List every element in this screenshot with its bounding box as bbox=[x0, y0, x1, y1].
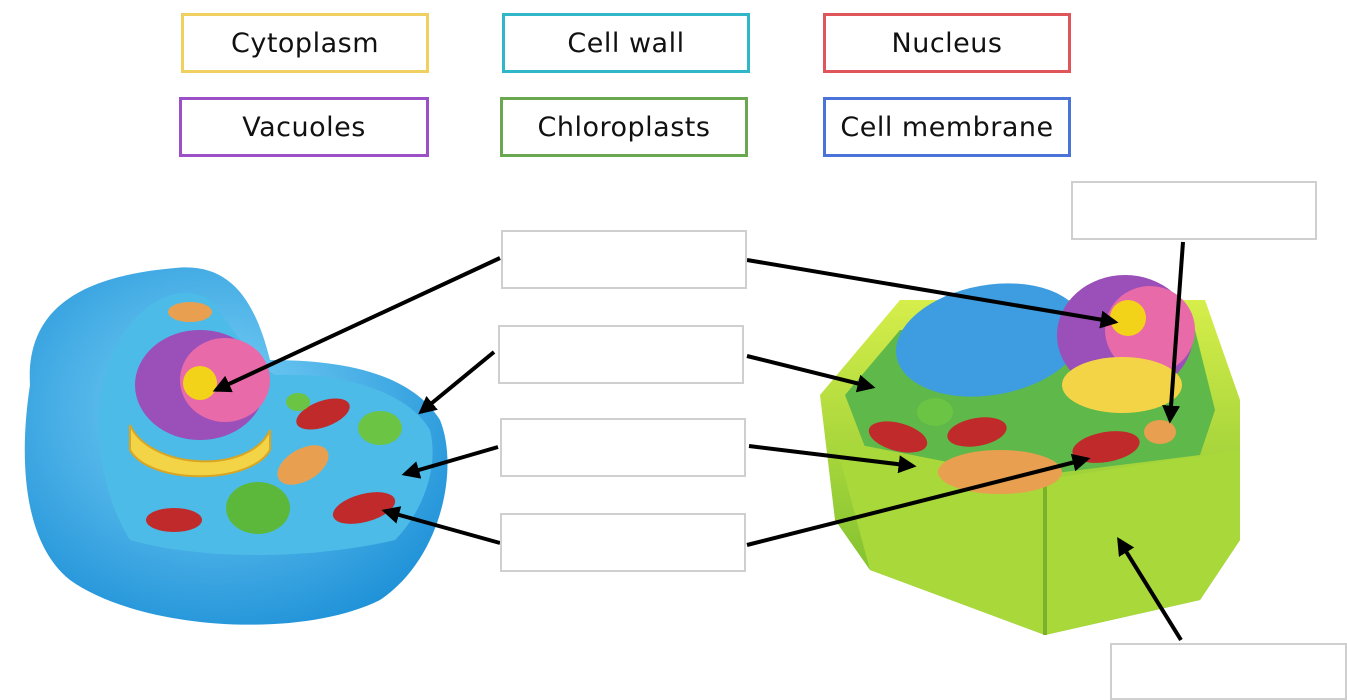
plant-nucleolus bbox=[1110, 300, 1146, 336]
animal-vacuole bbox=[286, 393, 310, 411]
arrow-to-animal-membrane bbox=[421, 352, 494, 412]
word-bank-nucleus[interactable]: Nucleus bbox=[823, 13, 1071, 73]
animal-mitochondrion bbox=[146, 508, 202, 532]
answer-blank-5[interactable] bbox=[1071, 181, 1317, 240]
word-bank-cytoplasm[interactable]: Cytoplasm bbox=[181, 13, 429, 73]
animal-cell bbox=[25, 267, 448, 624]
animal-nucleolus bbox=[183, 366, 217, 400]
plant-er bbox=[1062, 357, 1182, 413]
answer-blank-4[interactable] bbox=[500, 513, 746, 572]
word-bank-vacuoles[interactable]: Vacuoles bbox=[179, 97, 429, 157]
answer-blank-6[interactable] bbox=[1110, 643, 1347, 700]
animal-golgi bbox=[168, 302, 212, 322]
animal-vacuole bbox=[358, 411, 402, 445]
plant-vacuole-small bbox=[917, 398, 953, 426]
plant-golgi bbox=[1144, 420, 1176, 444]
word-bank-cell-membrane[interactable]: Cell membrane bbox=[823, 97, 1071, 157]
word-bank-cell-wall[interactable]: Cell wall bbox=[502, 13, 750, 73]
answer-blank-3[interactable] bbox=[500, 418, 746, 477]
word-bank-chloroplasts[interactable]: Chloroplasts bbox=[500, 97, 748, 157]
answer-blank-1[interactable] bbox=[501, 230, 747, 289]
answer-blank-2[interactable] bbox=[498, 325, 744, 384]
animal-vacuole bbox=[226, 482, 290, 534]
